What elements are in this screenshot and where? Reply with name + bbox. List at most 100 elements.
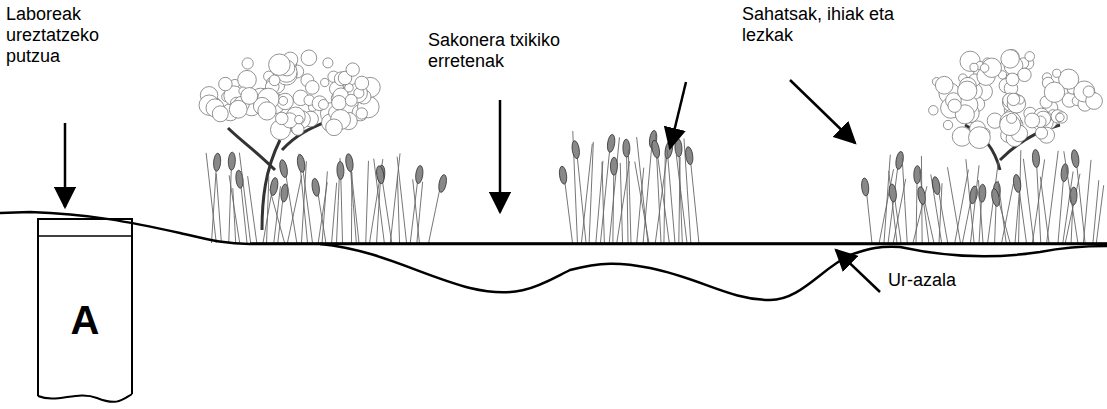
leaf-clump [1001,50,1019,68]
leaf-clump [242,58,253,69]
cattail [1071,149,1080,168]
leaf-clump [241,88,258,105]
leaf-clump [318,100,328,110]
reed-stem [920,171,929,243]
leaf-clump [238,70,257,89]
leaf-clump [1006,73,1019,86]
leaf-clump [969,127,991,149]
leaf-clump [332,95,347,110]
leaf-clump [1053,69,1061,77]
cattail [651,140,661,159]
reed-stem [374,159,385,243]
reed-stem [609,137,619,243]
leaf-clump [1007,93,1019,105]
leaf-clump [1018,68,1031,81]
reed-stem [1083,160,1091,243]
cattail [1032,149,1040,167]
reed-stem [581,144,592,243]
reed-stem [1023,159,1033,243]
cattail [990,188,1000,207]
leaf-clump [1035,127,1047,139]
leaf-clump [1007,113,1017,123]
cattail [415,165,424,184]
box-letter: A [37,298,133,343]
reed-stem [417,182,423,243]
leaf-clump [219,77,232,90]
leaf-clump [929,106,938,115]
reed-stem [978,180,983,243]
leaf-clump [301,50,317,66]
reed-stem [1047,151,1059,243]
cattail [917,186,927,205]
reed-stem [676,155,687,243]
reed-stem [287,175,301,243]
reed-stem [998,181,1006,243]
reed-stem [397,157,406,243]
reed-stem [1040,177,1049,243]
cattail [685,146,694,165]
leaf-clump [269,54,291,76]
reed-stem [366,161,369,243]
leaf-clump [355,76,369,90]
leaf-clump [212,106,228,122]
cattail [861,178,870,197]
cattail [337,161,345,179]
leader-arrow [64,123,67,207]
reed-stem [620,163,622,243]
reed-stem [902,158,907,243]
leaf-clump [258,102,276,120]
cattail [278,159,288,178]
leaf-clump [345,94,357,106]
reed-stem [602,162,604,243]
reed-stem [322,171,327,243]
cattail [1012,174,1021,193]
reed-stem [589,142,593,243]
cattail [888,184,897,203]
reed-stem [413,179,420,243]
reed-stem [206,153,216,243]
ground-line [0,212,1107,244]
reed-stem [947,167,960,243]
water-surface [250,242,1107,244]
reed-stem [1096,185,1103,243]
leaf-clump [1056,113,1064,121]
leaf-clump [943,120,952,129]
leaf-clump [305,81,319,95]
callout-label: Laboreak ureztatzeko putzua [6,4,136,67]
reed-stem [397,176,399,243]
leaf-clump [276,112,288,124]
leaf-clump [277,93,293,109]
reed-stem [248,176,257,243]
reed-stem [216,174,221,243]
leaf-clump [958,81,977,100]
leader-arrow [836,250,880,292]
reed-stem [635,162,649,243]
cattail [623,139,630,157]
leader-arrow [670,82,686,148]
leaf-clump [1025,52,1035,62]
cattail [931,176,941,195]
cattail [437,174,447,193]
reed-stem [664,155,665,243]
cattail [606,134,616,153]
leaf-clump [356,108,367,119]
leaf-clump [269,75,280,86]
leaf-clump [1025,113,1040,128]
cattail [674,139,682,157]
reed-stem [332,183,337,243]
cattail [213,153,221,171]
leaf-clump [346,63,359,76]
well-box: A [37,218,133,408]
callout-label: Sahatsak, ihiak eta lezkak [742,4,932,46]
leaf-clump [948,99,961,112]
reed-stem [267,176,269,243]
callout-label: Ur-azala [888,270,998,291]
leaf-clump [279,96,288,105]
cattail [345,153,354,172]
reed-stem [970,165,979,243]
cattail [311,178,320,197]
leader-arrow [499,100,502,212]
cattail [571,140,581,159]
reed-stem [667,150,675,243]
reed-stem [966,159,974,243]
